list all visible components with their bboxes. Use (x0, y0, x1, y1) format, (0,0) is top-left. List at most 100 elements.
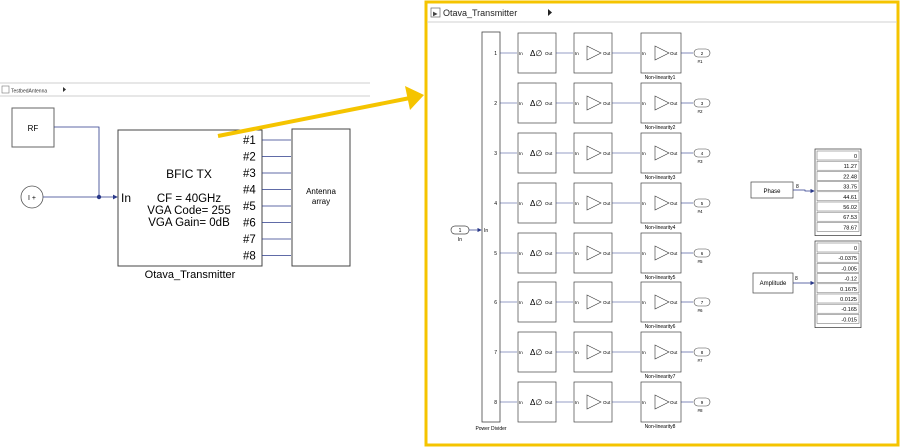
display-value: 0 (854, 154, 857, 160)
display-value: 67.53 (843, 215, 857, 221)
display-cell (816, 211, 860, 222)
rf-label: RF (28, 124, 39, 133)
outport[interactable]: 5 (693, 198, 711, 208)
outport-shape (693, 347, 711, 357)
in-port: In (575, 251, 579, 256)
outport-label: #3 (697, 159, 703, 164)
right-breadcrumb-text: Otava_Transmitter (443, 8, 517, 18)
signal-source[interactable]: I + (20, 185, 44, 209)
amplitude-block[interactable]: Amplitude 8 (752, 272, 798, 294)
amplifier-icon (586, 245, 602, 261)
antenna-array-block[interactable]: Antenna array (291, 128, 351, 267)
outport-num: 7 (701, 300, 704, 305)
out-port: Out (670, 201, 678, 206)
amplifier-icon (586, 294, 602, 310)
display-cell (816, 191, 860, 202)
nonlinearity-block[interactable]: In Out (640, 281, 682, 323)
outport-num: 3 (701, 101, 704, 106)
display-value: -0.165 (841, 307, 857, 313)
block-frame (517, 331, 557, 373)
nonlinearity-name: Non-linearity4 (645, 225, 676, 231)
tx-port-label: #5 (243, 201, 256, 213)
nonlinearity-block[interactable]: In Out (640, 232, 682, 274)
amplifier-icon (586, 344, 602, 360)
out-port: Out (670, 101, 678, 106)
in-port: In (519, 350, 523, 355)
display-cell (816, 293, 860, 304)
phase-shift-icon: Δ∅ (530, 348, 542, 357)
right-breadcrumb[interactable]: ▶ Otava_Transmitter (430, 7, 552, 18)
out-port: Out (545, 101, 553, 106)
in-port: In (642, 251, 646, 256)
nonlinearity-block[interactable]: In Out (640, 182, 682, 224)
left-breadcrumb[interactable]: TestbedAntenna (1, 85, 66, 95)
display-value: 11.27 (844, 164, 857, 170)
phase-label: Phase (763, 189, 781, 195)
rf-block[interactable]: RF (11, 107, 55, 148)
phase-block[interactable]: Phase 8 (750, 181, 799, 199)
outport[interactable]: 4 (693, 148, 711, 158)
tx-port-label: #2 (243, 152, 256, 164)
amplitude-port: 8 (795, 276, 798, 282)
outport-shape (693, 98, 711, 108)
nonlinearity-name: Non-linearity7 (645, 374, 676, 380)
block-frame (517, 32, 557, 74)
outport-label: #1 (697, 59, 703, 64)
chevron-right-icon (63, 87, 66, 92)
outport[interactable]: 2 (693, 48, 711, 58)
outport[interactable]: 9 (693, 397, 711, 407)
antenna-label-2: array (312, 197, 330, 206)
phase-port: 8 (796, 184, 799, 190)
in-port: In (575, 201, 579, 206)
display-value: -0.015 (841, 317, 857, 323)
display-cell (816, 160, 860, 171)
nonlinearity-name: Non-linearity1 (645, 75, 676, 81)
tx-param: VGA Code= 255 (147, 205, 230, 217)
divider-port-label: 6 (494, 300, 497, 306)
outport[interactable]: 7 (693, 297, 711, 307)
out-port: Out (670, 251, 678, 256)
out-port: Out (545, 151, 553, 156)
outport[interactable]: 8 (693, 347, 711, 357)
in-port: In (642, 201, 646, 206)
amplifier-icon (654, 344, 670, 360)
block-frame (517, 182, 557, 224)
phase-shift-icon: Δ∅ (530, 49, 542, 58)
divider-port-label: 5 (494, 251, 497, 257)
amplifier-icon (654, 95, 670, 111)
outport[interactable]: 6 (693, 248, 711, 258)
amplitude-label: Amplitude (760, 281, 787, 287)
divider-port-label: 1 (494, 51, 497, 57)
out-port: Out (603, 101, 611, 106)
block-frame (640, 132, 682, 174)
out-port: Out (670, 300, 678, 305)
outport[interactable]: 3 (693, 98, 711, 108)
in-port: In (575, 51, 579, 56)
in-port: In (642, 300, 646, 305)
